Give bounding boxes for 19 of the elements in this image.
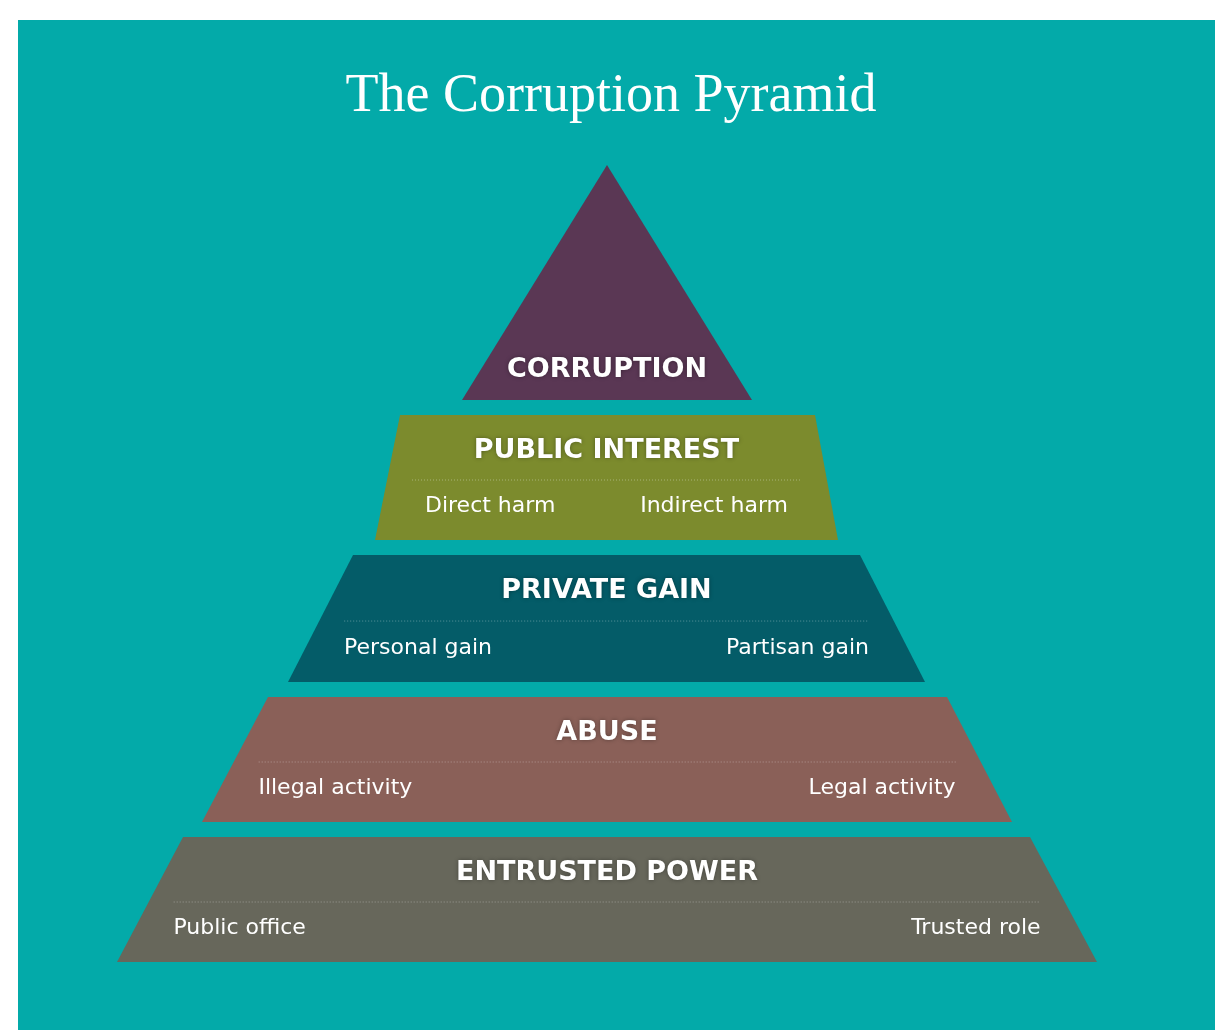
tier-heading: ENTRUSTED POWER (454, 855, 760, 886)
tier-heading: CORRUPTION (505, 352, 709, 383)
tier-subtext: Trusted role (911, 914, 1041, 939)
pyramid-tier (117, 837, 1097, 962)
tier-subtext: Direct harm (425, 492, 556, 517)
tier-heading: PUBLIC INTEREST (472, 433, 741, 464)
pyramid-tier (288, 555, 925, 682)
pyramid-tier (202, 697, 1012, 822)
pyramid-apex (462, 165, 752, 400)
title: The Corruption Pyramid (344, 62, 878, 124)
tier-heading: ABUSE (555, 715, 659, 746)
tier-heading: PRIVATE GAIN (500, 573, 713, 604)
tier-subtext: Partisan gain (726, 634, 869, 659)
tier-subtext: Illegal activity (258, 774, 413, 799)
tier-subtext: Public office (173, 914, 306, 939)
tier-subtext: Personal gain (344, 634, 493, 659)
tier-subtext: Indirect harm (640, 492, 788, 517)
tier-subtext: Legal activity (808, 774, 956, 799)
pyramid-tier (375, 415, 838, 540)
